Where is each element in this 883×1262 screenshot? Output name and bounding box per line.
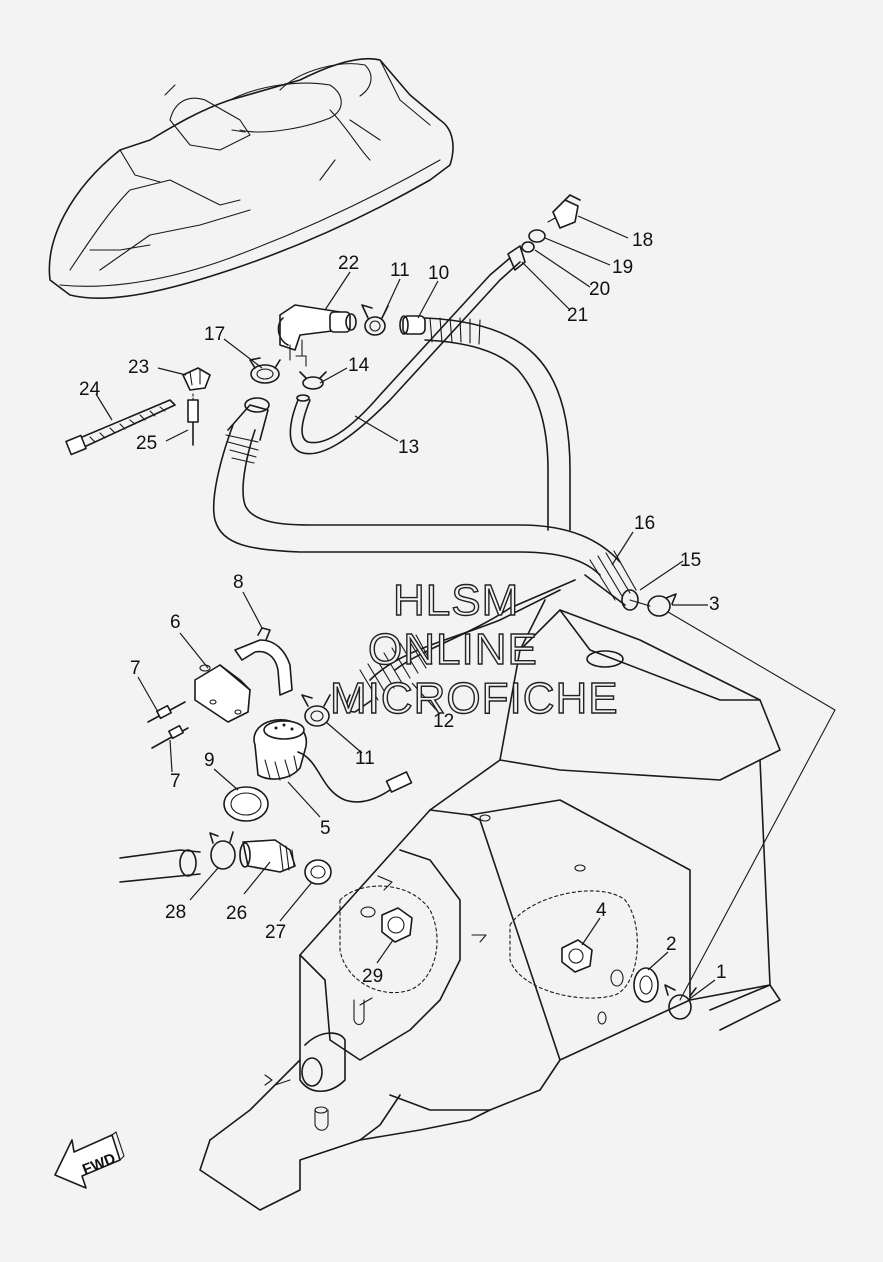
fwd-direction-arrow: FWD	[54, 1131, 125, 1189]
watermark-line-3: MICROFICHE	[330, 674, 619, 723]
callout-25: 25	[136, 433, 157, 454]
screw-7-lower	[151, 724, 189, 749]
callout-8: 8	[233, 572, 244, 593]
reference-line-15	[629, 599, 651, 607]
callout-27: 27	[265, 922, 286, 943]
hose-10	[399, 315, 571, 531]
callout-11-lower: 11	[355, 748, 375, 769]
callout-24: 24	[79, 379, 101, 400]
callout-17: 17	[204, 324, 225, 345]
nut-29	[381, 907, 413, 943]
callout-19: 19	[612, 257, 633, 278]
reference-line-3-1	[667, 611, 836, 1001]
callout-13: 13	[398, 437, 419, 458]
hose-end-upper	[225, 397, 270, 464]
callout-12: 12	[433, 711, 454, 732]
washer-27	[304, 859, 332, 885]
callout-labels: 1 2 3 4 5 6 7 7 8 9 10 11 11 12 13 14 15…	[79, 230, 727, 987]
callout-28: 28	[165, 902, 186, 923]
watermark-line-2: ONLINE	[368, 625, 538, 674]
callout-1: 1	[716, 962, 727, 983]
callout-15: 15	[680, 550, 701, 571]
washer-2	[633, 967, 659, 1003]
clip-23	[182, 367, 211, 391]
hose-16	[584, 550, 639, 611]
filter-9	[223, 786, 269, 822]
clamp-11-upper	[361, 304, 389, 336]
callout-20: 20	[589, 279, 610, 300]
screw-7-upper	[147, 701, 186, 723]
callout-29: 29	[362, 966, 383, 987]
callout-26: 26	[226, 903, 247, 924]
hose-13	[289, 257, 521, 455]
fitting-18-21	[507, 194, 581, 271]
elbow-fitting-22	[277, 304, 357, 367]
nut-4	[561, 939, 593, 973]
clamp-1	[664, 984, 697, 1020]
callout-7-lower: 7	[170, 771, 181, 792]
bracket-6	[194, 664, 251, 723]
watercraft-thumbnail	[48, 57, 454, 299]
bracket-8	[234, 627, 293, 696]
callout-4: 4	[596, 900, 607, 921]
watermark-line-1: HLSM	[393, 576, 519, 625]
bilge-hose-12	[212, 424, 621, 713]
callout-23: 23	[128, 357, 149, 378]
clamp-3	[647, 593, 677, 617]
corrugation-12	[359, 634, 433, 701]
clamp-17	[249, 357, 281, 384]
callout-9: 9	[204, 750, 215, 771]
clamp-11-lower	[301, 694, 331, 727]
cable-tie-24	[65, 399, 176, 456]
leader-lines	[95, 215, 716, 1001]
callout-6: 6	[170, 612, 181, 633]
callout-22: 22	[338, 253, 359, 274]
callout-5: 5	[320, 818, 331, 839]
callout-10: 10	[428, 263, 449, 284]
callout-2: 2	[666, 934, 677, 955]
rivet-25	[187, 393, 199, 446]
clamp-28	[209, 831, 236, 870]
callout-18: 18	[632, 230, 653, 251]
hull-structure	[199, 599, 781, 1211]
bilge-pump-5	[253, 719, 413, 803]
callout-21: 21	[567, 305, 588, 326]
watermark: HLSM ONLINE MICROFICHE	[329, 575, 619, 723]
callout-3: 3	[709, 594, 720, 615]
callout-11-upper: 11	[390, 260, 410, 281]
callout-14: 14	[348, 355, 370, 376]
fitting-26	[239, 839, 296, 873]
callout-7-upper: 7	[130, 658, 141, 679]
callout-16: 16	[634, 513, 655, 534]
hose-outlet-left	[119, 849, 201, 883]
clamp-14	[299, 371, 327, 390]
